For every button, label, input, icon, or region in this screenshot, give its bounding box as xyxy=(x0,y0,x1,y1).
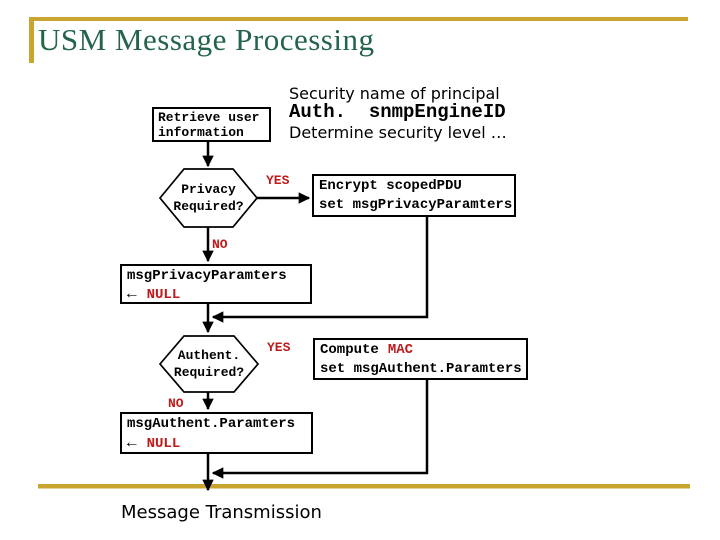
process-box-authent-null: msgAuthent.Paramters ← NULL xyxy=(120,412,313,454)
encrypt-line1: Encrypt scopedPDU xyxy=(319,178,462,194)
authent-null-line2: ← NULL xyxy=(127,434,306,454)
compute-line1: Compute MAC xyxy=(320,341,521,360)
accent-bar-left xyxy=(29,17,34,63)
authent-null-value: NULL xyxy=(146,436,181,452)
compute-mac-highlight: MAC xyxy=(387,342,414,358)
retrieve-line2: information xyxy=(158,125,244,140)
slide-title: USM Message Processing xyxy=(38,22,375,57)
assign-arrow-icon: ← xyxy=(127,285,137,303)
decision-authent-shape xyxy=(158,335,260,393)
compute-line2: set msgAuthent.Paramters xyxy=(320,361,522,377)
end-label-message-transmission: Message Transmission xyxy=(121,502,322,523)
note-security-name: Security name of principal xyxy=(289,84,500,103)
label-yes-privacy: YES xyxy=(266,173,290,188)
process-box-encrypt: Encrypt scopedPDU set msgPrivacyParamter… xyxy=(312,174,516,217)
privacy-null-value: NULL xyxy=(146,287,181,303)
note-security-level: Determine security level … xyxy=(289,123,507,142)
privacy-null-line1: msgPrivacyParamters xyxy=(127,268,287,284)
label-no-privacy: NO xyxy=(212,237,228,252)
connector-encrypt-merge xyxy=(211,217,429,323)
authent-null-line1: msgAuthent.Paramters xyxy=(127,416,296,432)
note-auth-engineid: Auth. snmpEngineID xyxy=(289,101,506,123)
authent-question-line1: Authent. xyxy=(177,348,241,363)
assign-arrow-icon: ← xyxy=(127,434,137,452)
privacy-null-line2: ← NULL xyxy=(127,285,305,304)
privacy-question-line1: Privacy xyxy=(181,182,236,197)
privacy-question-line2: Required? xyxy=(173,199,244,214)
process-box-compute: Compute MAC set msgAuthent.Paramters xyxy=(313,338,528,380)
retrieve-line1: Retrieve user xyxy=(158,110,260,125)
decision-privacy-shape xyxy=(158,168,259,228)
encrypt-line2: set msgPrivacyParamters xyxy=(319,197,513,213)
decision-authent: Authent. Required? xyxy=(160,336,258,392)
process-box-privacy-null: msgPrivacyParamters ← NULL xyxy=(120,264,312,304)
authent-question-line2: Required? xyxy=(173,365,245,380)
accent-line-top xyxy=(30,17,688,21)
decision-privacy: Privacy Required? xyxy=(160,169,257,227)
compute-line1-prefix: Compute xyxy=(320,342,379,358)
connector-compute-merge xyxy=(211,380,429,479)
accent-line-bottom xyxy=(38,484,690,489)
label-no-authent: NO xyxy=(168,396,184,411)
process-box-retrieve: Retrieve user information xyxy=(152,107,271,142)
label-yes-authent: YES xyxy=(267,340,291,355)
